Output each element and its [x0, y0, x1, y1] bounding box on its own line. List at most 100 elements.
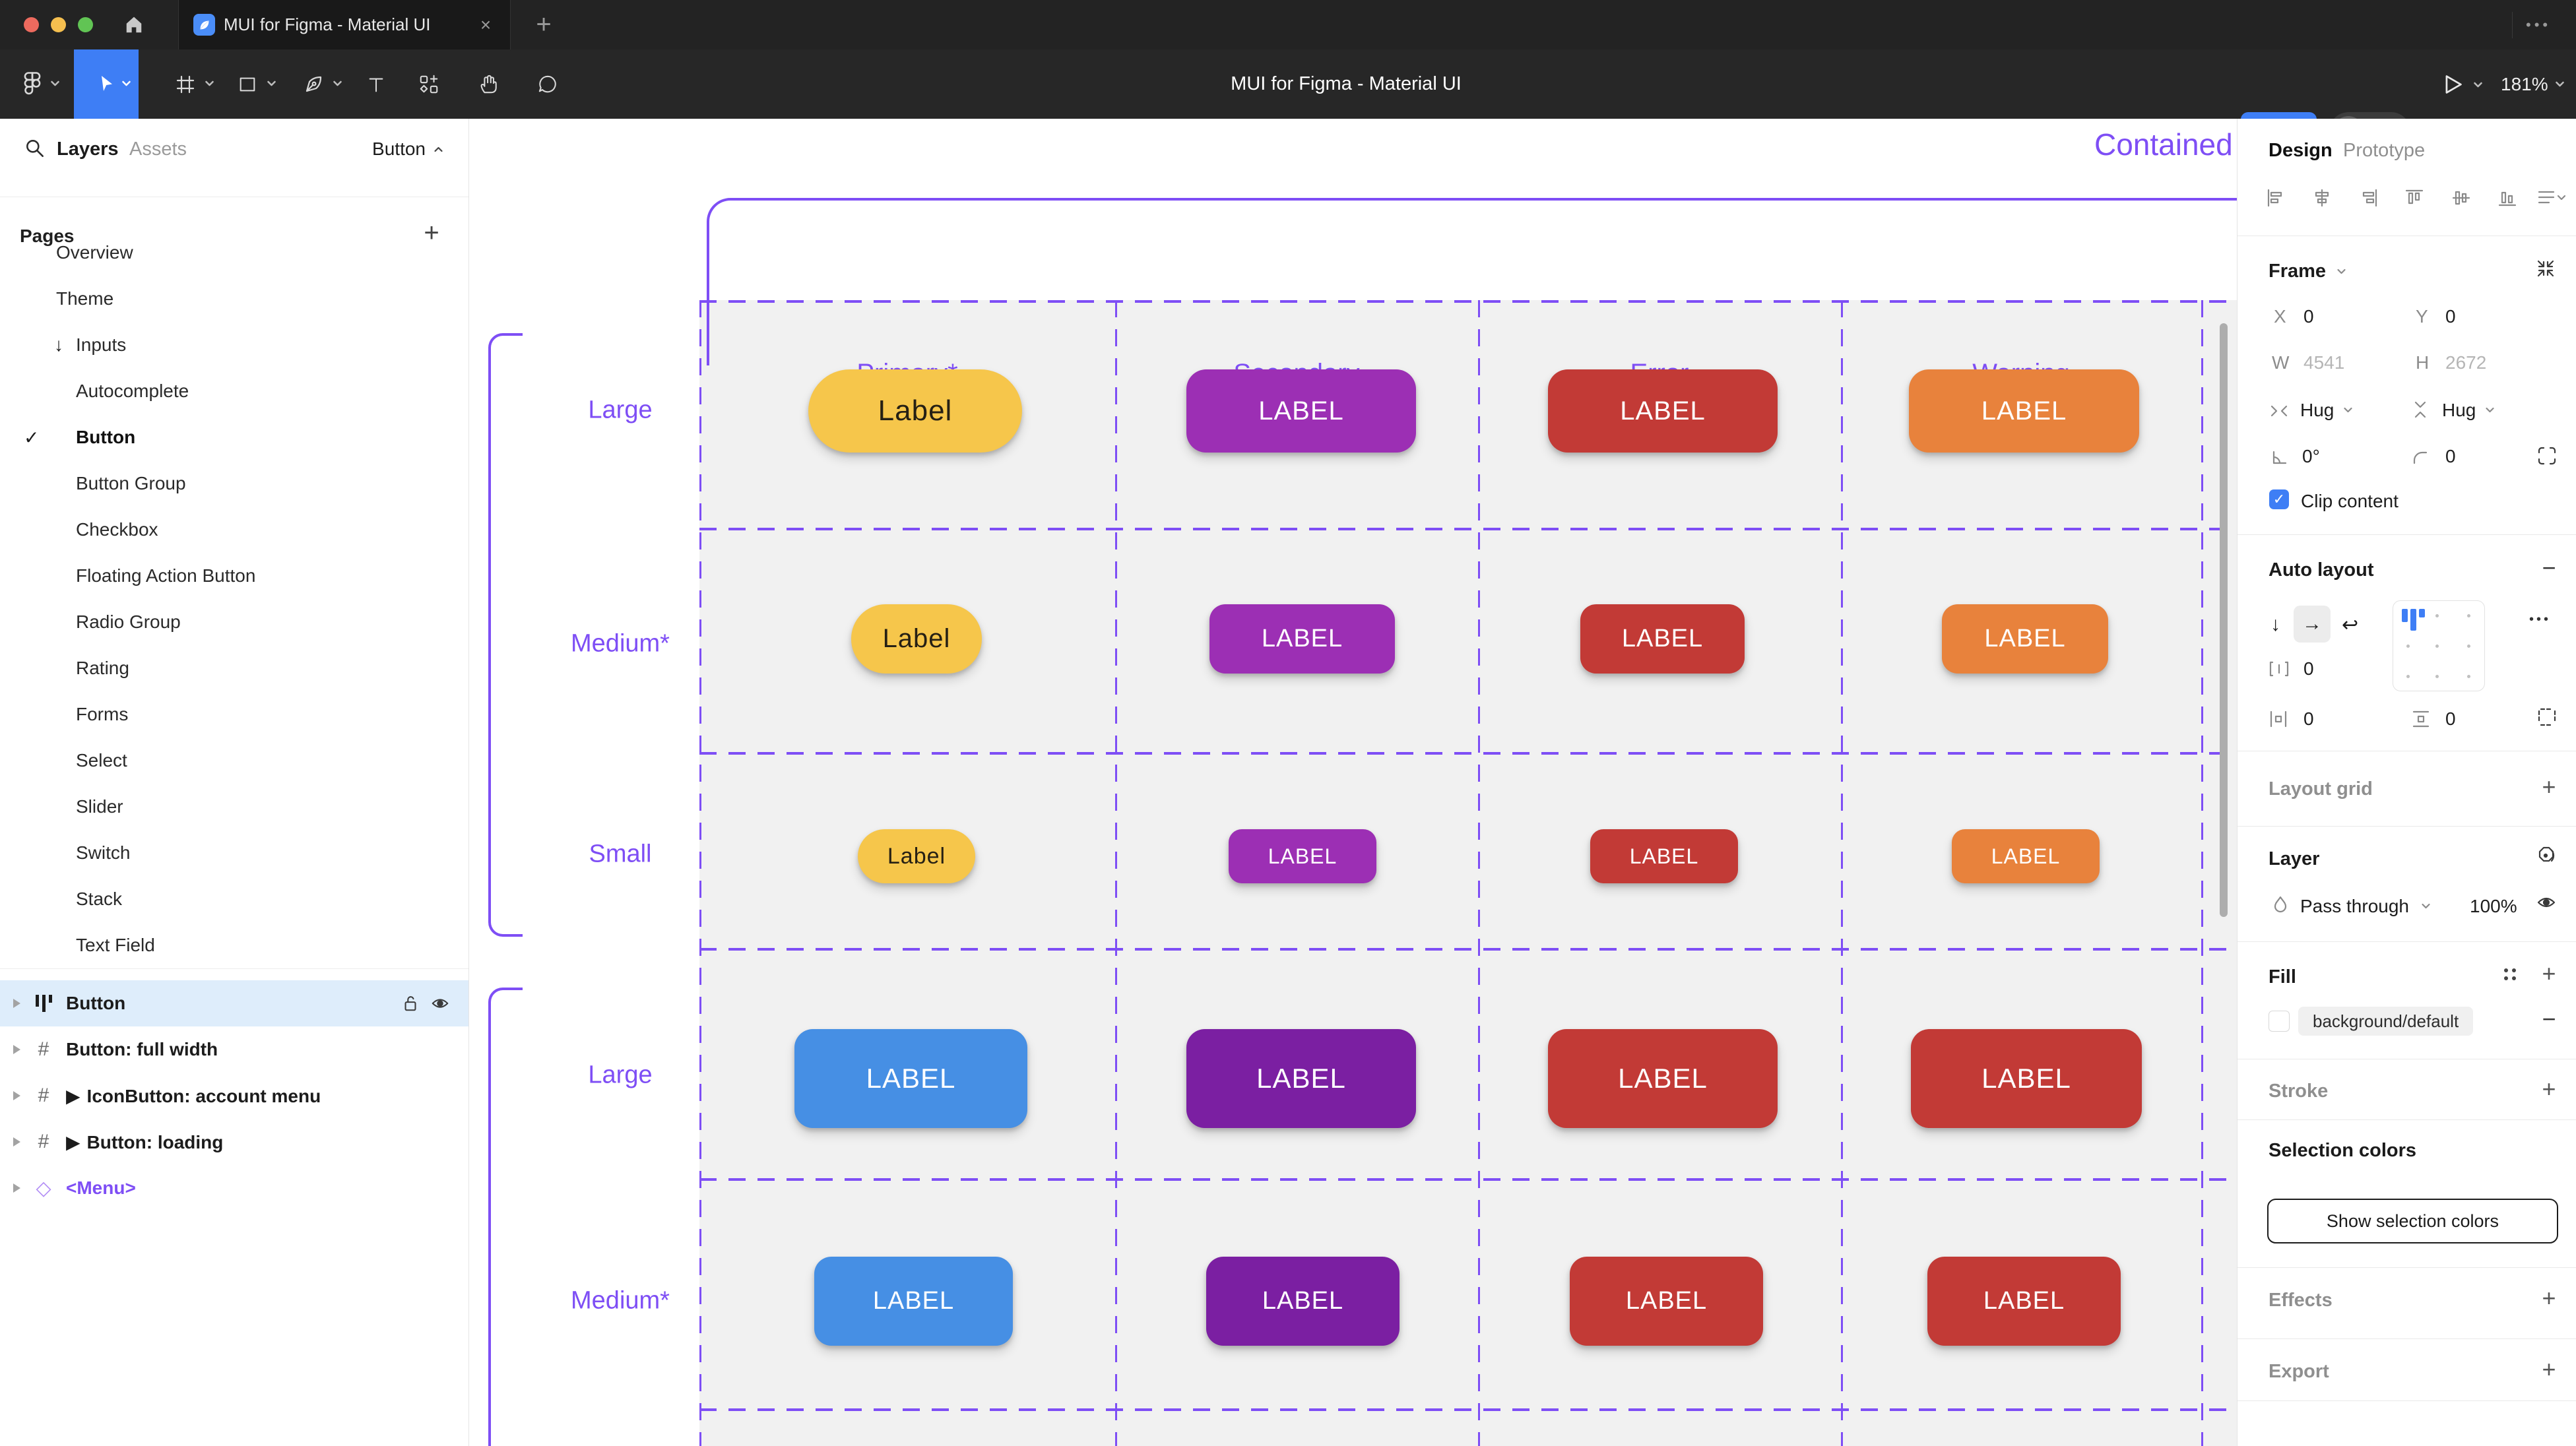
frame-tool-chevron-icon[interactable]	[205, 80, 214, 87]
blend-mode-icon[interactable]	[2536, 844, 2558, 867]
button-sample-primary-large-alt[interactable]: LABEL	[794, 1029, 1027, 1128]
layer-row-button[interactable]: Button	[0, 980, 468, 1026]
new-tab-button[interactable]: +	[536, 10, 552, 39]
window-close-button[interactable]	[24, 17, 39, 32]
align-left-icon[interactable]	[2265, 187, 2286, 208]
tab-layers[interactable]: Layers	[57, 139, 119, 160]
expand-chevron-icon[interactable]	[13, 1183, 20, 1193]
page-item-autocomplete[interactable]: Autocomplete	[76, 381, 189, 401]
remove-auto-layout-button[interactable]: −	[2542, 554, 2556, 581]
fill-color-swatch[interactable]	[2269, 1011, 2290, 1032]
page-item-button[interactable]: ✓Button	[24, 427, 136, 448]
layer-row-menu-instance[interactable]: ◇ <Menu>	[0, 1165, 468, 1211]
page-item-text-field[interactable]: Text Field	[76, 935, 155, 955]
add-effect-button[interactable]: +	[2542, 1284, 2556, 1311]
button-sample-primary-medium-alt[interactable]: LABEL	[814, 1257, 1013, 1346]
button-sample-warning-medium[interactable]: LABEL	[1942, 604, 2108, 674]
expand-chevron-icon[interactable]	[13, 1045, 20, 1054]
align-horizontal-center-icon[interactable]	[2311, 187, 2333, 208]
align-vertical-center-icon[interactable]	[2451, 187, 2472, 208]
collapse-icon[interactable]	[2534, 257, 2557, 280]
pen-tool-button[interactable]	[298, 49, 329, 119]
layer-row-button-loading[interactable]: # ▶Button: loading	[0, 1119, 468, 1165]
align-bottom-icon[interactable]	[2497, 187, 2518, 208]
page-item-forms[interactable]: Forms	[76, 704, 129, 724]
canvas-viewport[interactable]: Contained Primary* Secondary Error Warni…	[469, 119, 2237, 1446]
button-sample-secondary-small[interactable]: LABEL	[1229, 829, 1376, 883]
browser-tab[interactable]: MUI for Figma - Material UI ×	[178, 0, 511, 49]
independent-corners-icon[interactable]	[2536, 445, 2558, 467]
page-item-inputs[interactable]: ↓Inputs	[54, 334, 127, 355]
page-item-fab[interactable]: Floating Action Button	[76, 565, 256, 586]
auto-layout-alignment-widget[interactable]	[2393, 600, 2485, 691]
button-sample-secondary-large-alt[interactable]: LABEL	[1186, 1029, 1416, 1128]
page-selector[interactable]: Button	[372, 139, 443, 160]
unlock-icon[interactable]	[401, 993, 420, 1013]
page-item-slider[interactable]: Slider	[76, 796, 123, 817]
frame-tool-button[interactable]	[170, 49, 201, 119]
fill-style-chip[interactable]: background/default	[2298, 1007, 2474, 1036]
text-tool-button[interactable]	[361, 49, 391, 119]
page-item-radio-group[interactable]: Radio Group	[76, 612, 181, 632]
chevron-down-icon[interactable]	[2343, 406, 2353, 414]
frame-section-header[interactable]: Frame	[2269, 261, 2327, 282]
home-icon[interactable]	[122, 13, 146, 37]
window-zoom-button[interactable]	[78, 17, 93, 32]
collapse-arrow-icon[interactable]: ↓	[54, 334, 63, 355]
button-sample-error-medium-alt[interactable]: LABEL	[1927, 1257, 2121, 1346]
zoom-menu[interactable]: 181%	[2501, 49, 2565, 119]
button-sample-primary-large[interactable]: Label	[808, 369, 1022, 453]
gap-input[interactable]: 0	[2303, 658, 2314, 679]
vertical-padding-input[interactable]: 0	[2445, 708, 2456, 729]
styles-icon[interactable]	[2500, 964, 2520, 984]
canvas-scrollbar[interactable]	[2220, 323, 2228, 917]
add-layout-grid-button[interactable]: +	[2542, 773, 2556, 800]
page-item-theme[interactable]: Theme	[56, 288, 114, 309]
button-sample-secondary-medium-alt[interactable]: LABEL	[1206, 1257, 1400, 1346]
chevron-down-icon[interactable]	[2485, 406, 2495, 414]
window-minimize-button[interactable]	[51, 17, 66, 32]
chevron-down-icon[interactable]	[2421, 902, 2431, 910]
add-stroke-button[interactable]: +	[2542, 1075, 2556, 1102]
button-sample-error-medium[interactable]: LABEL	[1580, 604, 1745, 674]
add-export-button[interactable]: +	[2542, 1356, 2556, 1383]
clip-content-checkbox[interactable]: ✓	[2269, 489, 2289, 509]
shape-tool-chevron-icon[interactable]	[267, 80, 276, 87]
layer-row-button-full-width[interactable]: # Button: full width	[0, 1026, 468, 1073]
y-input[interactable]: 0	[2445, 306, 2456, 327]
button-sample-warning-large[interactable]: LABEL	[1909, 369, 2139, 453]
width-input[interactable]: 4541	[2303, 352, 2345, 373]
frame-title[interactable]: Contained	[2094, 127, 2233, 162]
button-sample-error-large-alt[interactable]: LABEL	[1911, 1029, 2142, 1128]
page-item-checkbox[interactable]: Checkbox	[76, 519, 158, 540]
add-page-button[interactable]: +	[424, 218, 439, 247]
shape-tool-button[interactable]	[232, 49, 263, 119]
button-sample-secondary-medium[interactable]: LABEL	[1209, 604, 1395, 674]
rotation-input[interactable]: 0°	[2302, 446, 2320, 466]
tab-close-icon[interactable]: ×	[480, 15, 492, 35]
page-item-select[interactable]: Select	[76, 750, 127, 770]
button-sample-secondary-large[interactable]: LABEL	[1186, 369, 1416, 453]
search-icon[interactable]	[24, 137, 46, 160]
show-selection-colors-button[interactable]: Show selection colors	[2267, 1199, 2558, 1243]
align-right-icon[interactable]	[2358, 187, 2379, 208]
page-item-overview[interactable]: Overview	[56, 242, 133, 263]
page-item-button-group[interactable]: Button Group	[76, 473, 186, 493]
auto-layout-down-button[interactable]: ↓	[2270, 613, 2280, 635]
menu-chevron-icon[interactable]	[50, 80, 60, 87]
remove-fill-button[interactable]: −	[2542, 1005, 2556, 1032]
opacity-input[interactable]: 100%	[2470, 896, 2517, 916]
expand-chevron-icon[interactable]	[13, 1091, 20, 1100]
button-sample-error-large[interactable]: LABEL	[1548, 369, 1778, 453]
button-sample-primary-medium[interactable]: Label	[851, 604, 982, 674]
hug-vertical-dropdown[interactable]: Hug	[2442, 400, 2476, 420]
hug-horizontal-dropdown[interactable]: Hug	[2300, 400, 2334, 420]
button-sample-error-medium-alt[interactable]: LABEL	[1570, 1257, 1763, 1346]
resources-tool-button[interactable]	[414, 49, 444, 119]
tab-design[interactable]: Design	[2269, 140, 2333, 161]
chevron-down-icon[interactable]	[2336, 268, 2346, 275]
layer-visibility-eye-icon[interactable]	[2536, 892, 2557, 913]
layer-row-iconbutton-account-menu[interactable]: # ▶IconButton: account menu	[0, 1073, 468, 1119]
page-item-switch[interactable]: Switch	[76, 842, 131, 863]
height-input[interactable]: 2672	[2445, 352, 2487, 373]
